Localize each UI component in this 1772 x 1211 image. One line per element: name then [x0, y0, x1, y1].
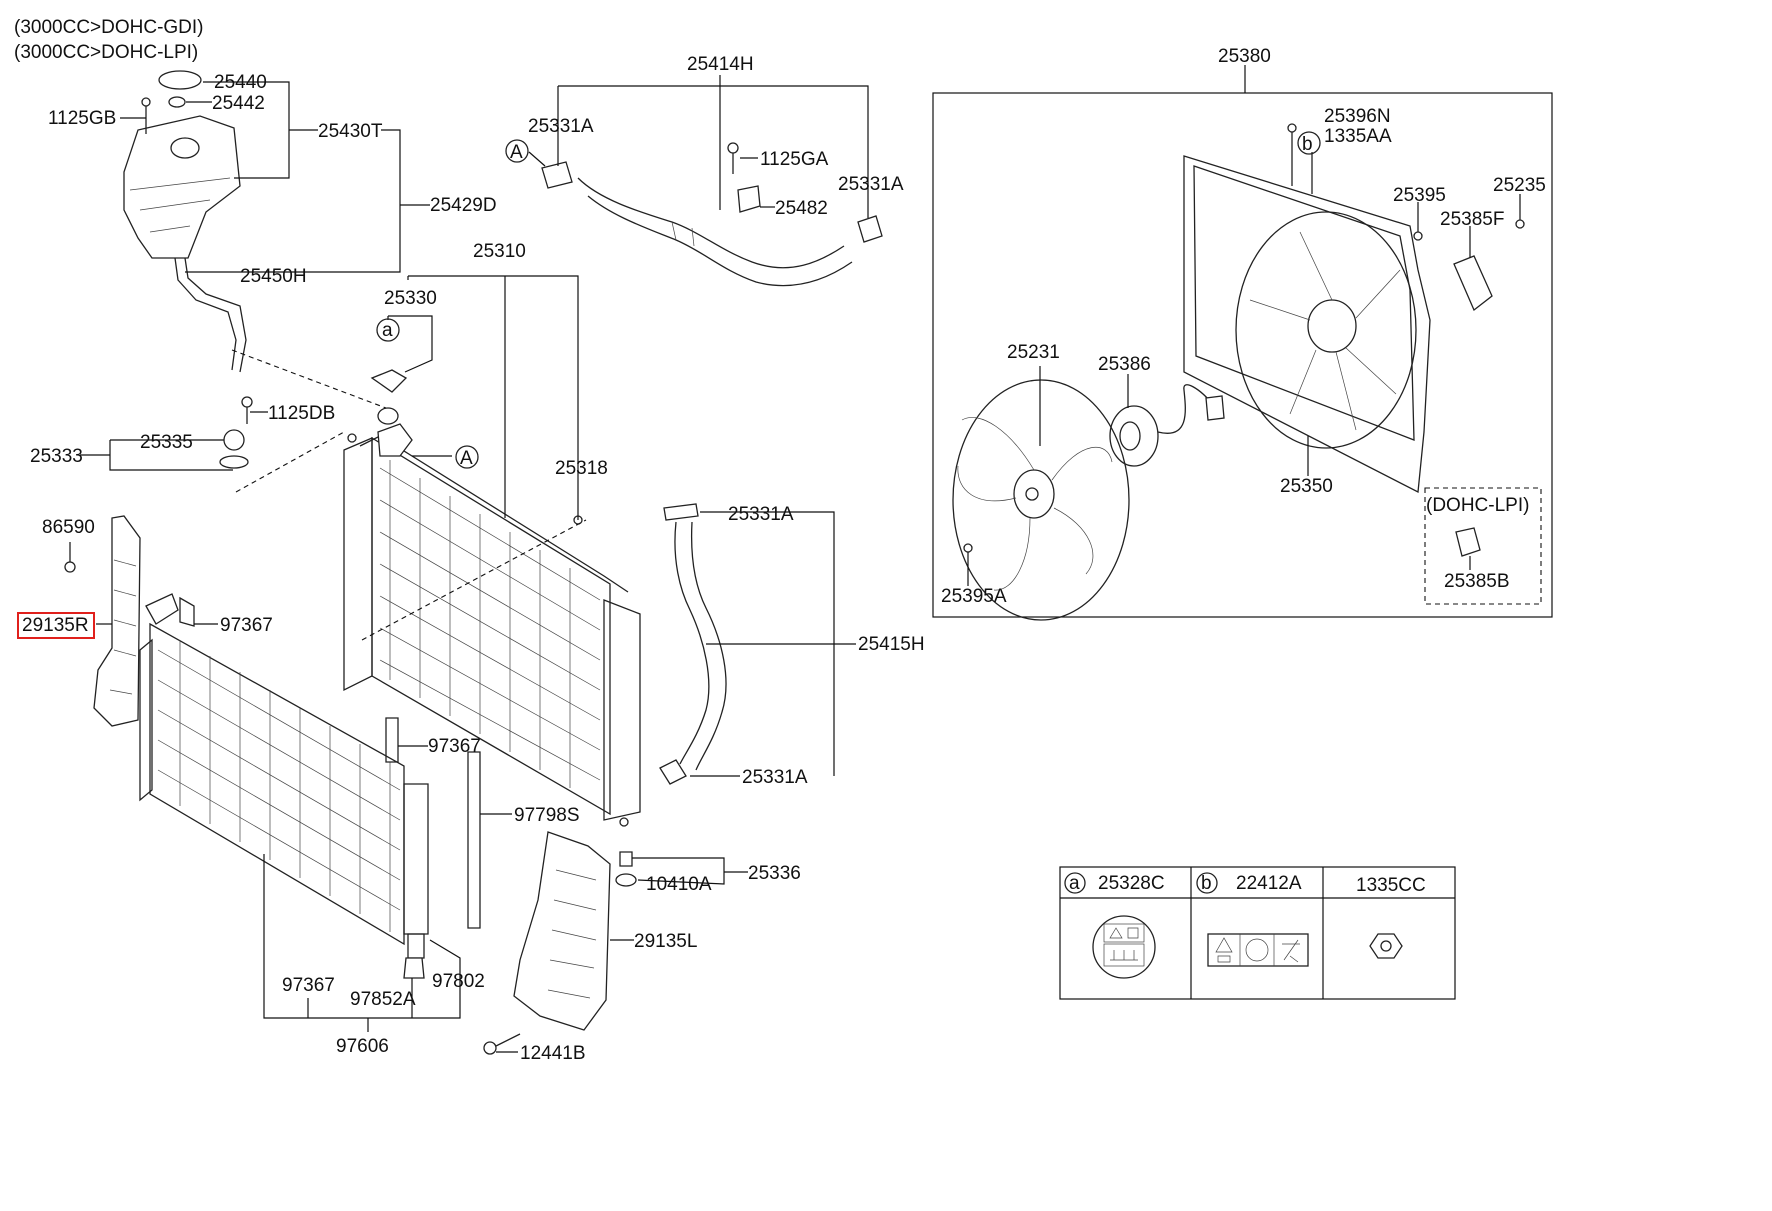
- callout-a-mid: a: [382, 320, 393, 341]
- radiator-drawing: [343, 407, 641, 827]
- label-1125GB: 1125GB: [48, 108, 116, 129]
- callout-A-mid: A: [460, 448, 473, 469]
- legend-marker-a: a: [1069, 873, 1080, 894]
- label-25442: 25442: [212, 93, 265, 114]
- condenser-leader-lines: [194, 623, 512, 1032]
- radiator-leader-lines: [80, 275, 587, 641]
- lpi-variant-box: [1424, 487, 1542, 605]
- reservoir-tank-drawing: [123, 70, 247, 373]
- callout-circle-b-fan: [1297, 131, 1321, 155]
- legend-part-1335CC: 1335CC: [1356, 875, 1426, 896]
- label-25310: 25310: [473, 241, 526, 262]
- label-25430T: 25430T: [318, 121, 383, 142]
- fan-drawing: [952, 379, 1130, 621]
- label-25350: 25350: [1280, 476, 1333, 497]
- label-25450H: 25450H: [240, 266, 307, 287]
- label-97852A: 97852A: [350, 989, 416, 1010]
- label-25386: 25386: [1098, 354, 1151, 375]
- label-25482: 25482: [775, 198, 828, 219]
- engine-variant-line-2: (3000CC>DOHC-LPI): [14, 42, 198, 63]
- label-25331A-low: 25331A: [742, 767, 808, 788]
- label-25335: 25335: [140, 432, 193, 453]
- label-25414H: 25414H: [687, 54, 754, 75]
- upper-hose-drawing: [541, 142, 883, 287]
- upper-hose-leader-lines: [528, 75, 869, 218]
- legend-part-22412A: 22412A: [1236, 873, 1302, 894]
- caution-label-icon: [1207, 933, 1309, 967]
- condenser-drawing: [139, 593, 481, 979]
- legend-table: [1059, 866, 1456, 1000]
- label-25330: 25330: [384, 288, 437, 309]
- legend-marker-circle-a: [1064, 872, 1086, 894]
- label-12441B: 12441B: [520, 1043, 586, 1064]
- legend-part-25328C: 25328C: [1098, 873, 1165, 894]
- label-29135R: 29135R: [22, 615, 89, 636]
- label-10410A: 10410A: [646, 874, 712, 895]
- label-25385F: 25385F: [1440, 209, 1504, 230]
- label-97802: 97802: [432, 971, 485, 992]
- label-25385B: 25385B: [1444, 571, 1510, 592]
- highlight-box-29135R: [17, 612, 95, 639]
- label-25395: 25395: [1393, 185, 1446, 206]
- callout-circle-A-top: [505, 139, 529, 163]
- label-25235: 25235: [1493, 175, 1546, 196]
- label-97367-bottom: 97367: [282, 975, 335, 996]
- callout-b-fan: b: [1302, 134, 1313, 155]
- callout-circle-a-mid: [376, 318, 400, 342]
- label-25395A: 25395A: [941, 586, 1007, 607]
- label-1125GA: 1125GA: [760, 149, 829, 170]
- label-lpi-note: (DOHC-LPI): [1426, 495, 1529, 516]
- label-97798S: 97798S: [514, 805, 580, 826]
- reservoir-leader-lines: [120, 81, 430, 273]
- label-97367-top: 97367: [220, 615, 273, 636]
- resistor-lpi-drawing: [1455, 527, 1481, 570]
- drain-leader-lines: [496, 857, 748, 1053]
- drain-and-air-guard-left-drawing: [483, 831, 637, 1055]
- label-86590: 86590: [42, 517, 95, 538]
- label-25415H: 25415H: [858, 634, 925, 655]
- fan-motor-drawing: [1109, 384, 1225, 467]
- fan-assembly-frame: [932, 92, 1553, 618]
- label-1125DB: 1125DB: [268, 403, 335, 424]
- label-25331A-top-right: 25331A: [838, 174, 904, 195]
- warning-label-icon: [1092, 915, 1156, 979]
- legend-marker-circle-b: [1196, 872, 1218, 894]
- lower-hose-drawing: [659, 503, 727, 785]
- label-1335AA: 1335AA: [1324, 126, 1392, 147]
- label-25380: 25380: [1218, 46, 1271, 67]
- callout-circle-A-mid: [455, 445, 479, 469]
- label-25336: 25336: [748, 863, 801, 884]
- fan-assembly-leader-lines: [967, 123, 1525, 586]
- label-25318: 25318: [555, 458, 608, 479]
- label-97606: 97606: [336, 1036, 389, 1057]
- nut-icon: [1369, 933, 1403, 959]
- label-29135L: 29135L: [634, 931, 697, 952]
- legend-marker-b: b: [1201, 873, 1212, 894]
- engine-variant-line-1: (3000CC>DOHC-GDI): [14, 17, 204, 38]
- radiator-cap-parts: [219, 369, 408, 469]
- label-25333: 25333: [30, 446, 83, 467]
- label-25331A-top-left: 25331A: [528, 116, 594, 137]
- fan-shroud-drawing: [1183, 155, 1493, 494]
- label-25429D: 25429D: [430, 195, 497, 216]
- label-25396N: 25396N: [1324, 106, 1391, 127]
- label-97367-mid: 97367: [428, 736, 481, 757]
- callout-A-top: A: [510, 142, 523, 163]
- lower-hose-leader-lines: [690, 511, 856, 777]
- label-25440: 25440: [214, 72, 267, 93]
- label-25231: 25231: [1007, 342, 1060, 363]
- air-guard-right-drawing: [64, 515, 141, 727]
- label-25331A-mid: 25331A: [728, 504, 794, 525]
